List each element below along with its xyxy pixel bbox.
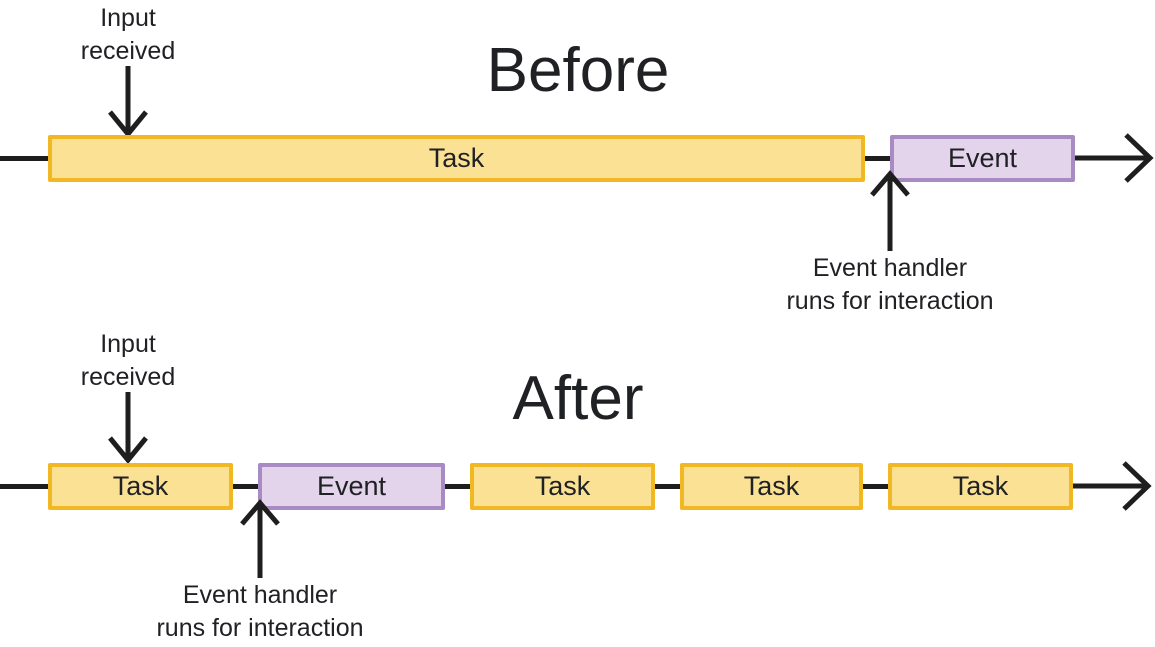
timeline-line <box>865 156 890 161</box>
task-bar: Task <box>48 135 865 182</box>
event-bar-label: Event <box>316 471 387 501</box>
timeline-line <box>655 484 680 489</box>
event-handler-line2: runs for interaction <box>786 287 994 315</box>
input-received-line1: Input <box>100 4 156 32</box>
up-arrow-icon <box>870 170 910 251</box>
down-arrow-icon <box>108 392 148 464</box>
task-bar-label: Task <box>743 471 800 501</box>
right-arrow-icon <box>1075 133 1154 183</box>
timeline-line <box>863 484 888 489</box>
up-arrow-icon <box>240 499 280 578</box>
task-bar: Task <box>680 463 863 510</box>
task-bar-label: Task <box>534 471 591 501</box>
after-title: After <box>512 364 644 433</box>
task-bar: Task <box>48 463 233 510</box>
task-bar-label: Task <box>112 471 169 501</box>
event-bar: Event <box>258 463 445 510</box>
event-handler-line1: Event handler <box>812 254 968 282</box>
event-handler-note: Event handler runs for interaction <box>762 252 1018 318</box>
task-bar-label: Task <box>428 143 485 173</box>
task-bar: Task <box>888 463 1073 510</box>
timeline-line <box>445 484 470 489</box>
timeline-line <box>0 156 48 161</box>
event-bar: Event <box>890 135 1075 182</box>
input-received-note: Input received <box>28 2 228 68</box>
timeline-line <box>233 484 258 489</box>
timeline-line <box>0 484 48 489</box>
input-received-line2: received <box>80 37 176 65</box>
event-handler-line2: runs for interaction <box>156 614 364 642</box>
event-handler-note: Event handler runs for interaction <box>132 579 388 645</box>
task-bar-label: Task <box>952 471 1009 501</box>
event-handler-line1: Event handler <box>182 581 338 609</box>
input-received-line1: Input <box>100 330 156 358</box>
down-arrow-icon <box>108 66 148 138</box>
right-arrow-icon <box>1073 461 1152 511</box>
task-bar: Task <box>470 463 655 510</box>
input-received-note: Input received <box>28 328 228 394</box>
input-received-line2: received <box>80 363 176 391</box>
event-bar-label: Event <box>947 143 1018 173</box>
before-title: Before <box>486 36 670 105</box>
